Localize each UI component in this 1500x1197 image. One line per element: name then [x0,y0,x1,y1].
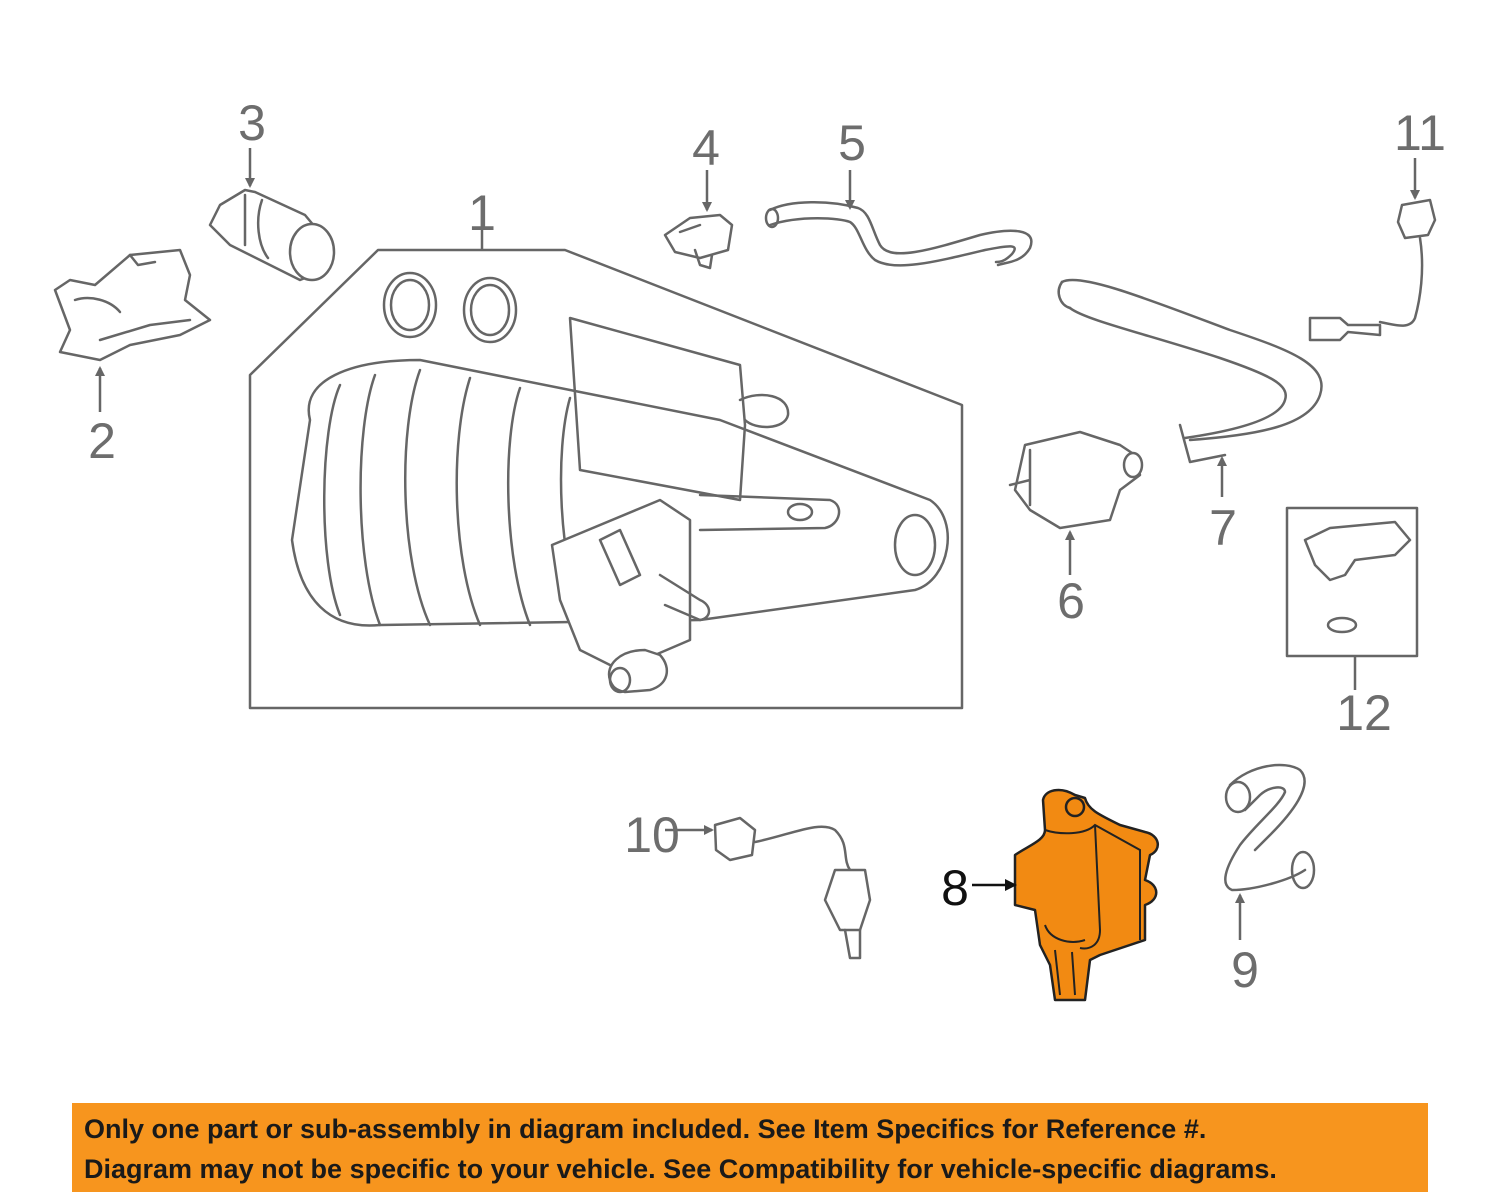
oxygen-sensor-top-part [1308,198,1437,342]
callout-9: 9 [1231,942,1259,998]
callout-7: 7 [1209,500,1237,556]
callout-11: 11 [1394,105,1446,161]
highlighted-purge-valve-part [1013,788,1159,1002]
callout-4: 4 [692,120,720,176]
filter-part [208,188,336,282]
hose-part [764,201,1033,267]
sensor-part [663,213,734,270]
callout-8: 8 [941,860,969,916]
small-hose-part [1224,763,1316,892]
valve-part [1008,430,1144,530]
bracket-part [53,248,212,362]
large-hose-part [1057,278,1323,464]
callout-1: 1 [468,185,496,241]
map-sensor-part [1285,506,1419,658]
callout-5: 5 [838,115,866,171]
callout-3: 3 [238,95,266,151]
disclaimer-banner: Only one part or sub-assembly in diagram… [72,1103,1428,1192]
canister-assembly [248,248,964,710]
callout-12: 12 [1336,685,1392,741]
disclaimer-line-2: Diagram may not be specific to your vehi… [84,1154,1277,1184]
callout-6: 6 [1057,573,1085,629]
disclaimer-line-1: Only one part or sub-assembly in diagram… [84,1114,1207,1144]
callout-10: 10 [624,807,680,863]
callout-2: 2 [88,413,116,469]
oxygen-sensor-bottom-part [713,816,872,960]
